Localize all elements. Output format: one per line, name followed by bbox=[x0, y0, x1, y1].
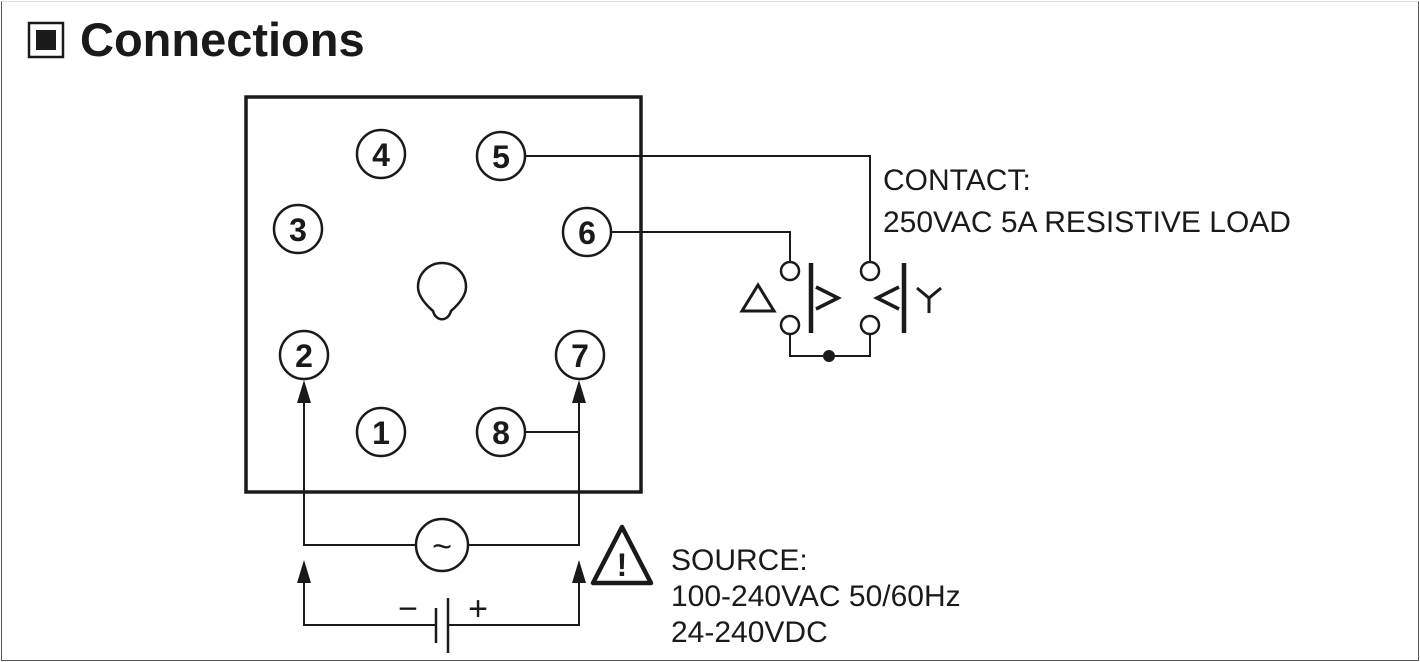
pin-label: 8 bbox=[492, 415, 510, 451]
warning-mark: ! bbox=[617, 547, 628, 583]
pin-1: 1 bbox=[355, 406, 407, 458]
dc-battery-icon: − + bbox=[398, 590, 488, 653]
contact-rating: 250VAC 5A RESISTIVE LOAD bbox=[883, 206, 1291, 239]
relay-base bbox=[244, 95, 643, 494]
minus-sign: − bbox=[398, 590, 418, 628]
pin-5: 5 bbox=[475, 130, 527, 182]
ac-symbol: ~ bbox=[432, 528, 452, 566]
page-title: Connections bbox=[80, 13, 365, 66]
pin-2: 2 bbox=[278, 329, 330, 381]
relay-contact-icon bbox=[739, 260, 942, 336]
title-section: Connections bbox=[27, 13, 365, 66]
ac-supply-wiring bbox=[303, 392, 580, 546]
arrow-up bbox=[572, 560, 586, 583]
pin-4: 4 bbox=[355, 128, 407, 180]
arrow-up bbox=[572, 380, 586, 403]
filled-square-icon-inner bbox=[36, 30, 56, 50]
source-ac-rating: 100-240VAC 50/60Hz bbox=[671, 580, 961, 613]
plus-sign: + bbox=[468, 590, 488, 628]
socket-key-icon bbox=[416, 261, 468, 321]
pin-label: 2 bbox=[295, 338, 313, 374]
pin-label: 5 bbox=[492, 139, 510, 175]
ac-source-icon: ~ bbox=[414, 517, 470, 573]
dc-supply-wiring bbox=[303, 570, 580, 626]
warning-triangle-icon: ! bbox=[590, 524, 654, 586]
contact-label: CONTACT: bbox=[883, 164, 1031, 197]
source-dc-rating: 24-240VDC bbox=[671, 616, 828, 649]
arrow-up bbox=[297, 380, 311, 403]
arrow-up bbox=[297, 560, 311, 583]
pin-6: 6 bbox=[561, 206, 613, 258]
pin-label: 1 bbox=[372, 415, 390, 451]
pin-label: 3 bbox=[289, 212, 307, 248]
junction-dot bbox=[823, 350, 835, 362]
pin-label: 4 bbox=[372, 137, 390, 173]
pin-3: 3 bbox=[272, 203, 324, 255]
pin-7: 7 bbox=[554, 329, 606, 381]
filled-square-icon bbox=[27, 21, 65, 59]
pin-label: 6 bbox=[578, 215, 596, 251]
pin-label: 7 bbox=[571, 338, 589, 374]
source-label: SOURCE: bbox=[671, 544, 808, 577]
pin-8: 8 bbox=[475, 406, 527, 458]
